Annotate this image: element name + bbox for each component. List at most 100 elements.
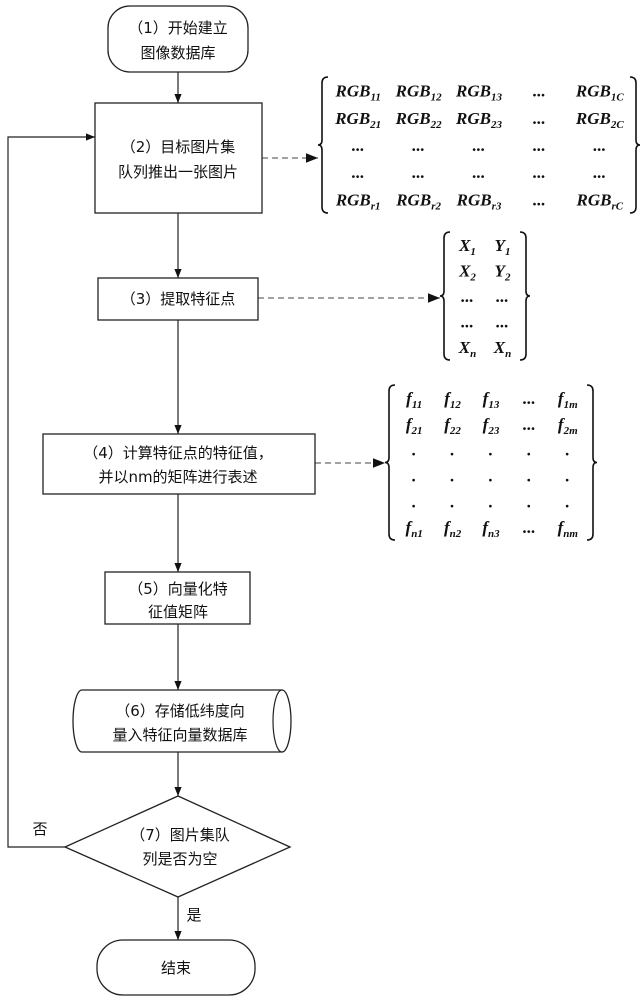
node-text: 量入特征向量数据库 [112, 726, 247, 744]
cell-base: . [412, 441, 416, 460]
matrix-cell: ... [523, 518, 536, 537]
matrix-cell: RGBrC [576, 190, 624, 212]
cell-base: ... [412, 163, 425, 182]
matrix-cell: f22 [444, 415, 461, 437]
matrix-cell: RGB13 [455, 82, 502, 104]
cell-base: . [450, 466, 454, 485]
cell-subscript: n2 [450, 528, 462, 540]
cell-base: X [458, 338, 471, 357]
node-text: 图像数据库 [140, 44, 215, 62]
cell-base: ... [523, 389, 536, 408]
matrix-cell: ... [352, 163, 365, 182]
matrix-cell: ... [533, 82, 546, 101]
cell-base: ... [533, 82, 546, 101]
matrix-cell: . [450, 441, 454, 460]
matrix-cell: RGBr2 [395, 190, 441, 212]
matrix-cell: . [566, 466, 570, 485]
cell-subscript: 21 [369, 119, 381, 131]
cell-base: . [527, 466, 531, 485]
cell-base: . [566, 441, 570, 460]
cell-base: f [558, 518, 566, 537]
cell-subscript: n1 [411, 528, 423, 540]
matrix-cell: . [412, 492, 416, 511]
cell-base: f [406, 518, 414, 537]
cell-base: ... [533, 136, 546, 155]
matrix-cell: RGB22 [395, 109, 442, 131]
node-text: （5）向量化特 [128, 580, 228, 598]
cell-base: ... [593, 163, 606, 182]
matrix-cell: Y2 [495, 261, 511, 283]
cell-subscript: 13 [491, 92, 503, 104]
matrix-cell: ... [533, 136, 546, 155]
matrix-cell: . [566, 441, 570, 460]
cell-base: RGB [395, 190, 431, 209]
node-text: （3）提取特征点 [121, 290, 236, 308]
cell-base: f [483, 389, 491, 408]
matrix-cell: . [412, 466, 416, 485]
matrix-cell: . [527, 441, 531, 460]
matrix-cell: ... [533, 163, 546, 182]
matrix-cell: ... [412, 163, 425, 182]
matrix-cell: RGB21 [334, 109, 381, 131]
matrix-cell: ... [473, 163, 486, 182]
matrix-cell: . [566, 492, 570, 511]
node-text: 并以nm的矩阵进行表述 [98, 468, 257, 486]
cell-base: ... [461, 287, 474, 306]
loop-back-arrow [7, 133, 95, 848]
cell-base: RGB [334, 109, 370, 128]
cell-base: . [489, 492, 493, 511]
edge-label-no: 否 [32, 820, 47, 838]
edge-label-yes: 是 [186, 906, 201, 924]
node-compute-features: （4）计算特征点的特征值， 并以nm的矩阵进行表述 [42, 433, 316, 495]
matrix-cell: ... [412, 136, 425, 155]
matrix-cell: f21 [406, 415, 423, 437]
node-text: 结束 [161, 959, 191, 977]
cell-base: ... [352, 136, 365, 155]
matrix-cell: ... [533, 109, 546, 128]
cell-base: . [450, 492, 454, 511]
cell-subscript: r3 [492, 200, 502, 212]
node-vectorize: （5）向量化特 征值矩阵 [104, 571, 251, 625]
cell-base: f [444, 389, 452, 408]
cell-base: ... [523, 415, 536, 434]
cell-subscript: 22 [430, 119, 443, 131]
cell-base: f [444, 415, 452, 434]
matrix-cell: . [450, 492, 454, 511]
matrix-cell: ... [461, 313, 474, 332]
cell-subscript: r1 [371, 200, 381, 212]
node-text: （6）存储低纬度向 [115, 702, 245, 720]
cell-subscript: 2 [469, 271, 476, 283]
matrix-cell: f2m [558, 415, 578, 437]
cell-base: RGB [455, 82, 491, 101]
cell-subscript: 2m [563, 425, 579, 437]
cell-subscript: 11 [370, 92, 380, 104]
cell-base: f [483, 415, 491, 434]
cell-base: . [489, 466, 493, 485]
node-text: （7）图片集队 [130, 826, 230, 844]
cell-base: f [444, 518, 452, 537]
left-brace [439, 231, 451, 361]
cell-base: . [412, 492, 416, 511]
cell-base: RGB [335, 82, 371, 101]
matrix-cell: ... [593, 163, 606, 182]
matrix-cell: fnm [558, 518, 579, 540]
node-text: 征值矩阵 [148, 603, 208, 621]
cell-base: ... [533, 109, 546, 128]
node-decision-queue-empty: （7）图片集队 列是否为空 [63, 795, 292, 898]
matrix-cell: fn2 [444, 518, 462, 540]
matrix-cell: Y1 [495, 236, 511, 258]
matrix-cell: f11 [406, 389, 422, 411]
matrix-cell: RGB12 [395, 82, 442, 104]
matrix-cell: RGB1C [575, 82, 624, 104]
cell-subscript: 22 [449, 425, 462, 437]
matrix-cell: X1 [458, 236, 476, 258]
right-brace [586, 384, 598, 541]
cell-subscript: 1C [611, 92, 625, 104]
cell-base: ... [473, 136, 486, 155]
cell-base: ... [593, 136, 606, 155]
matrix-cell: ... [496, 313, 509, 332]
node-text: （1）开始建立 [128, 19, 228, 37]
matrix-cell: ... [496, 287, 509, 306]
cell-subscript: nm [563, 528, 578, 540]
